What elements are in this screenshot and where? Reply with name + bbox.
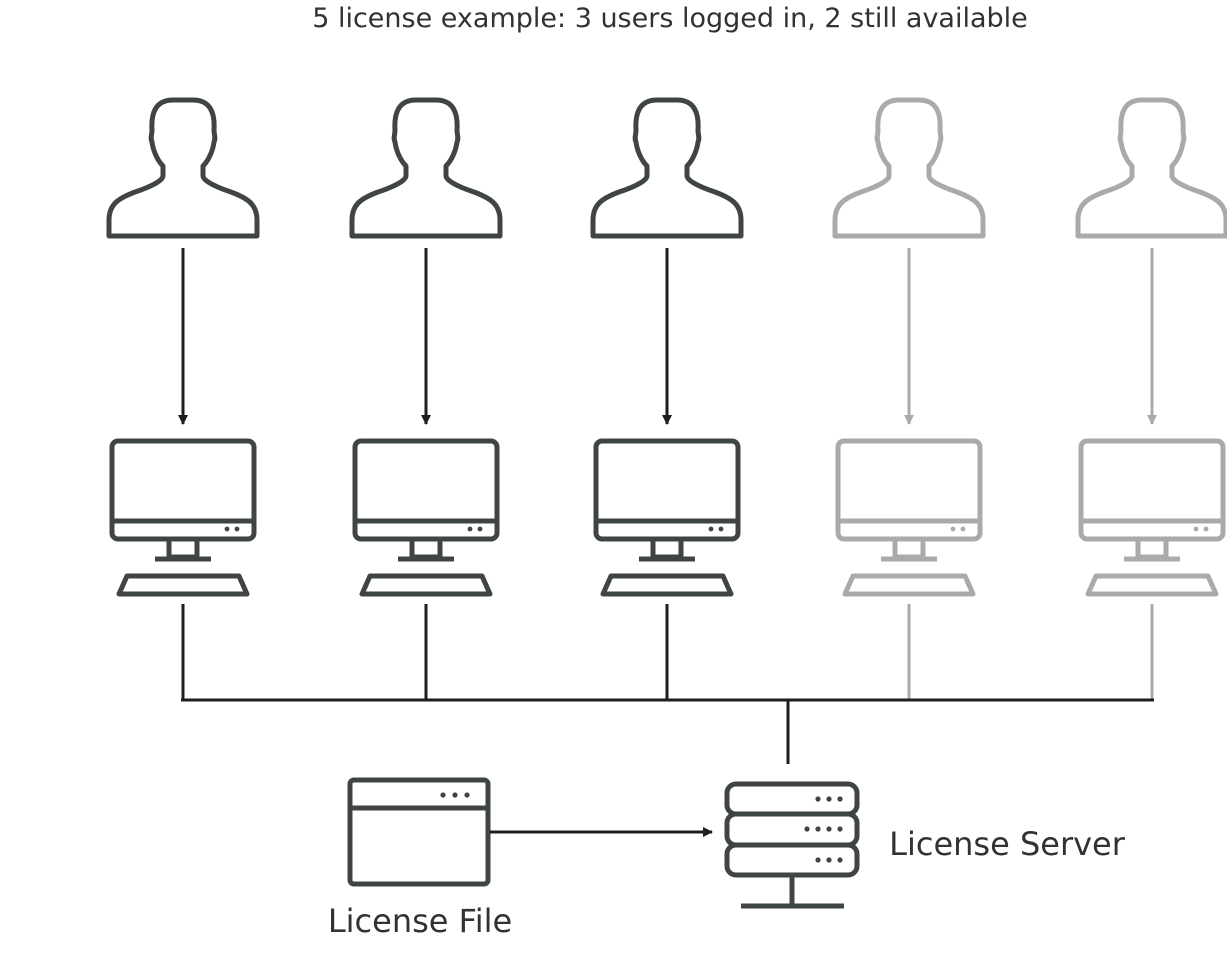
license-server-label: License Server	[889, 825, 1126, 863]
desktop-computer-icon	[835, 438, 983, 597]
server-rack-icon	[724, 781, 860, 909]
desktop-computer-icon	[593, 438, 741, 597]
desktop-computer-icon	[352, 438, 500, 597]
desktop-computer-icon	[109, 438, 257, 597]
user-icon	[1075, 97, 1227, 239]
license-column-3	[590, 97, 744, 700]
diagram-title: 5 license example: 3 users logged in, 2 …	[312, 3, 1028, 34]
license-column-1	[106, 97, 260, 700]
license-column-4	[832, 97, 986, 700]
license-columns	[106, 97, 1227, 700]
user-icon	[106, 97, 260, 239]
license-column-5	[1075, 97, 1227, 700]
user-icon	[832, 97, 986, 239]
license-file-label: License File	[328, 902, 512, 940]
user-icon	[590, 97, 744, 239]
license-column-2	[349, 97, 503, 700]
user-icon	[349, 97, 503, 239]
browser-window-icon	[347, 777, 491, 887]
desktop-computer-icon	[1078, 438, 1226, 597]
